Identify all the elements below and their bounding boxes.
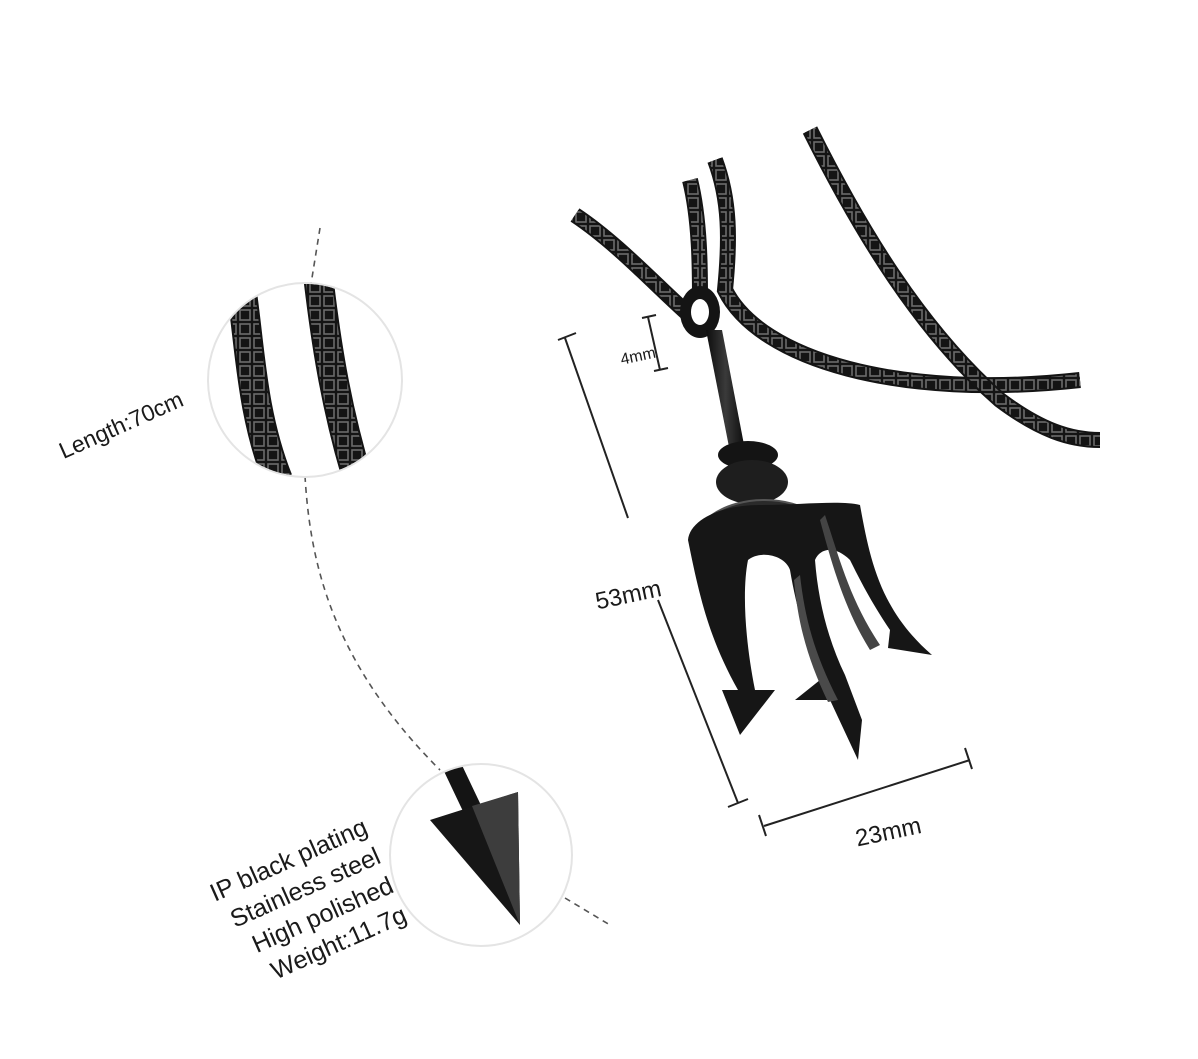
connector-middle: [304, 475, 441, 771]
tip-detail-circle: [389, 763, 573, 947]
connector-bottom: [564, 897, 611, 926]
connector-top: [310, 227, 321, 285]
trident-pendant: [680, 286, 932, 760]
connector-lines: [304, 227, 611, 926]
trident-shaft: [706, 330, 745, 452]
pendant-chain: [570, 126, 1101, 448]
dimension-lines: [557, 314, 973, 837]
chain-detail-circle: [207, 282, 403, 478]
